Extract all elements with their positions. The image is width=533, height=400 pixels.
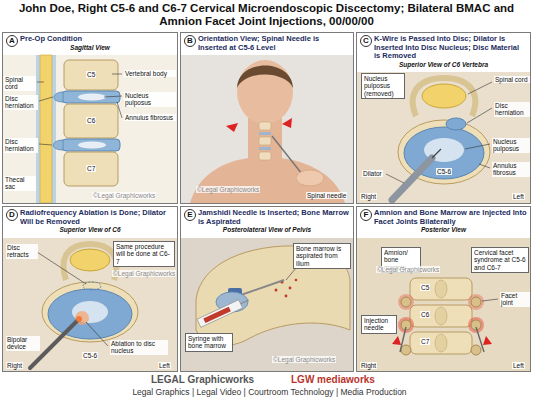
side-label: Left xyxy=(158,362,171,369)
anatomy-label: Spinal cord xyxy=(4,76,36,91)
anatomy-label: Nucleus pulposus xyxy=(124,92,176,107)
panel-heading: K-Wire is Passed Into Disc; Dilator is I… xyxy=(357,33,530,61)
callout-box: Syringe with bone marrow xyxy=(185,333,233,352)
panel-letter: E xyxy=(185,210,195,220)
panel-letter-circle: F xyxy=(360,209,372,221)
anatomy-label: Spinal cord xyxy=(494,76,530,83)
anatomy-label: Dilator xyxy=(362,170,383,177)
anatomy-label: Disc herniation xyxy=(4,138,38,153)
anatomy-label: Disc retracts xyxy=(6,244,38,259)
watermark: ©Legal Graphicworks xyxy=(196,186,260,193)
panel-heading: Orientation View; Spinal Needle is Inser… xyxy=(181,33,353,52)
callout-text: Syringe with bone marrow xyxy=(188,335,230,350)
panel-heading: Jamshidi Needle is Inserted; Bone Marrow… xyxy=(181,207,353,226)
side-label: Right xyxy=(360,193,377,200)
callout-text: Nucleus pulposus (removed) xyxy=(364,75,402,97)
callout-box: Bone marrow is aspirated from ilium xyxy=(293,243,351,269)
anatomy-label: Disc herniation xyxy=(4,95,38,110)
brand-mark: LEGAL Graphicworks xyxy=(150,374,255,385)
view-label: Sagittal View xyxy=(3,44,177,53)
panel-heading: Radiofrequency Ablation is Done; Dilator… xyxy=(3,207,177,226)
level-label: C5-6 xyxy=(82,352,98,359)
callout-box: Cervical facet syndrome at C5-6 and C6-7 xyxy=(471,247,529,273)
panel-heading: Amnion and Bone Marrow are Injected Into… xyxy=(357,207,530,226)
anatomy-label: Bipolar device xyxy=(6,336,40,351)
view-label: Posterior View xyxy=(357,226,530,235)
side-label: Right xyxy=(360,362,377,369)
watermark: ©Legal Graphicworks xyxy=(376,266,440,273)
anatomy-label: Annulus fibrosus xyxy=(492,162,530,177)
callout-box: Same procedure will be done at C6-7 xyxy=(113,241,175,267)
side-label: Left xyxy=(512,193,525,200)
panel-letter: A xyxy=(7,36,17,46)
panel-box: Amnion and Bone Marrow are Injected Into… xyxy=(356,206,531,372)
panel-box: Jamshidi Needle is Inserted; Bone Marrow… xyxy=(180,206,354,372)
anatomy-label: Ablation to disc nucleus xyxy=(110,340,168,355)
level-label: C5 xyxy=(420,284,430,291)
panel-letter-circle: E xyxy=(184,209,196,221)
watermark: ©Legal Graphicworks xyxy=(92,192,156,199)
level-label: C7 xyxy=(420,338,430,345)
panel-letter: C xyxy=(361,36,371,46)
view-label: Superior View of C6 Vertebra xyxy=(357,61,530,70)
level-label: C5-6 xyxy=(436,168,452,175)
anatomy-label: Facet joint xyxy=(500,292,530,307)
anatomy-label: Disc herniation xyxy=(494,102,530,117)
view-label: Superior View of C6 xyxy=(3,226,177,235)
panel-letter-circle: C xyxy=(360,35,372,47)
anatomy-label: Vertebral body xyxy=(124,70,176,77)
tagline: Legal Graphics | Legal Video | Courtroom… xyxy=(2,387,533,397)
level-label: C6 xyxy=(420,311,430,318)
panel-letter: F xyxy=(361,210,371,220)
watermark: ©Legal Graphicworks xyxy=(272,356,336,363)
level-label: C7 xyxy=(86,165,96,172)
callout-box: Injection needle xyxy=(361,315,397,334)
callout-box: Nucleus pulposus (removed) xyxy=(361,73,405,99)
panel-letter-circle: A xyxy=(6,35,18,47)
watermark: ©Legal Graphicworks xyxy=(112,270,176,277)
level-label: C5 xyxy=(86,71,96,78)
callout-text: Same procedure will be done at C6-7 xyxy=(116,243,172,265)
panel-letter-circle: B xyxy=(184,35,196,47)
anatomy-label: Spinal needle xyxy=(306,192,347,199)
panel-box: Orientation View; Spinal Needle is Inser… xyxy=(180,32,354,204)
panel-heading: Pre-Op Condition xyxy=(3,33,177,44)
callout-text: Injection needle xyxy=(364,317,394,332)
panel-letter-circle: D xyxy=(6,209,18,221)
diagram-title: John Doe, Right C5-6 and C6-7 Cervical M… xyxy=(4,2,529,28)
side-label: Left xyxy=(512,362,525,369)
brand-mark: LGW mediaworks xyxy=(290,374,376,385)
side-label: Right xyxy=(6,362,23,369)
panel-letter: B xyxy=(185,36,195,46)
panel-box: K-Wire is Passed Into Disc; Dilator is I… xyxy=(356,32,531,204)
anatomy-label: Nucleus pulposus xyxy=(492,138,530,153)
panel-letter: D xyxy=(7,210,17,220)
level-label: C6 xyxy=(86,117,96,124)
anatomy-label: Annulus fibrosus xyxy=(124,114,176,121)
anatomy-label: Thecal sac xyxy=(4,176,36,191)
callout-text: Cervical facet syndrome at C5-6 and C6-7 xyxy=(474,249,526,271)
view-label: Posterolateral View of Pelvis xyxy=(181,226,353,235)
callout-text: Bone marrow is aspirated from ilium xyxy=(296,245,348,267)
